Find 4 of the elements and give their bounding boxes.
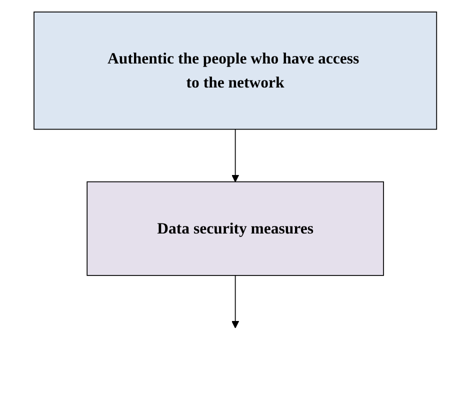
node-box: Authentic the people who have access to the network [33, 12, 437, 130]
arrow [231, 128, 239, 182]
node-box: Data security measures [86, 181, 384, 276]
arrow [231, 275, 239, 328]
